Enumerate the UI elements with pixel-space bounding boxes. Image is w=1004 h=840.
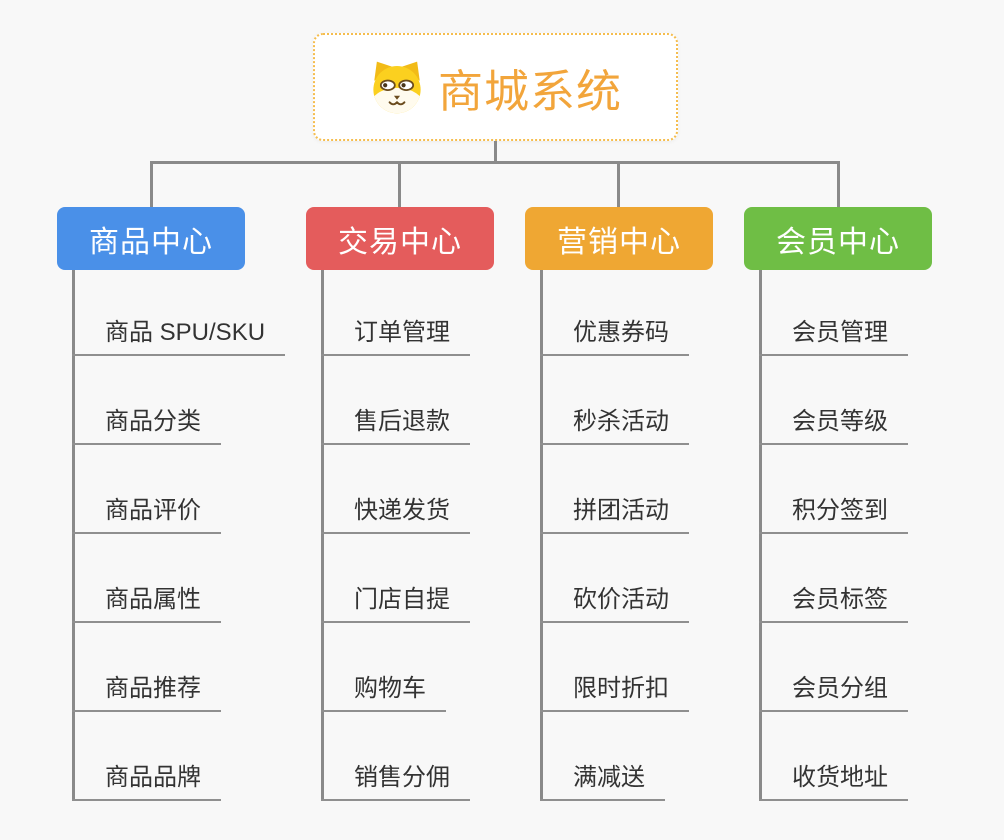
- leaf-topic[interactable]: 商品品牌: [72, 766, 221, 801]
- connector-spine-member: [759, 270, 762, 801]
- connector-spine-marketing: [540, 270, 543, 801]
- leaf-topic[interactable]: 优惠券码: [540, 321, 689, 356]
- branch-node-trade-center[interactable]: 交易中心: [306, 207, 494, 270]
- connector-drop-product: [150, 163, 153, 207]
- leaf-topic[interactable]: 积分签到: [759, 499, 908, 534]
- leaf-topic[interactable]: 会员分组: [759, 677, 908, 712]
- branch-node-member-center[interactable]: 会员中心: [744, 207, 932, 270]
- leaf-topic[interactable]: 会员管理: [759, 321, 908, 356]
- leaf-topic[interactable]: 商品属性: [72, 588, 221, 623]
- root-node-mall-system[interactable]: 商城系统: [313, 33, 678, 141]
- leaf-topic[interactable]: 收货地址: [759, 766, 908, 801]
- connector-root-stem: [494, 141, 497, 163]
- leaf-topic[interactable]: 门店自提: [321, 588, 470, 623]
- leaf-topic[interactable]: 购物车: [321, 677, 446, 712]
- leaf-topic[interactable]: 商品评价: [72, 499, 221, 534]
- leaf-topic[interactable]: 商品 SPU/SKU: [72, 321, 286, 356]
- leaf-topic[interactable]: 会员标签: [759, 588, 908, 623]
- leaf-topic[interactable]: 满减送: [540, 766, 665, 801]
- leaf-topic[interactable]: 限时折扣: [540, 677, 689, 712]
- branch-node-product-center[interactable]: 商品中心: [57, 207, 245, 270]
- leaf-topic[interactable]: 商品分类: [72, 410, 221, 445]
- connector-spine-trade: [321, 270, 324, 801]
- branch-node-marketing-center[interactable]: 营销中心: [525, 207, 713, 270]
- connector-drop-member: [837, 163, 840, 207]
- leaf-topic[interactable]: 快递发货: [321, 499, 470, 534]
- connector-drop-marketing: [617, 163, 620, 207]
- leaf-topic[interactable]: 秒杀活动: [540, 410, 689, 445]
- leaf-topic[interactable]: 订单管理: [321, 321, 470, 356]
- connector-spine-product: [72, 270, 75, 801]
- leaf-topic[interactable]: 商品推荐: [72, 677, 221, 712]
- root-title: 商城系统: [437, 65, 622, 117]
- shiba-dog-icon: [373, 61, 421, 114]
- leaf-topic[interactable]: 砍价活动: [540, 588, 689, 623]
- connector-horizontal-bar: [150, 161, 840, 164]
- leaf-topic[interactable]: 会员等级: [759, 410, 908, 445]
- leaf-topic[interactable]: 销售分佣: [321, 766, 470, 801]
- leaf-topic[interactable]: 售后退款: [321, 410, 470, 445]
- connector-drop-trade: [398, 163, 401, 207]
- leaf-topic[interactable]: 拼团活动: [540, 499, 689, 534]
